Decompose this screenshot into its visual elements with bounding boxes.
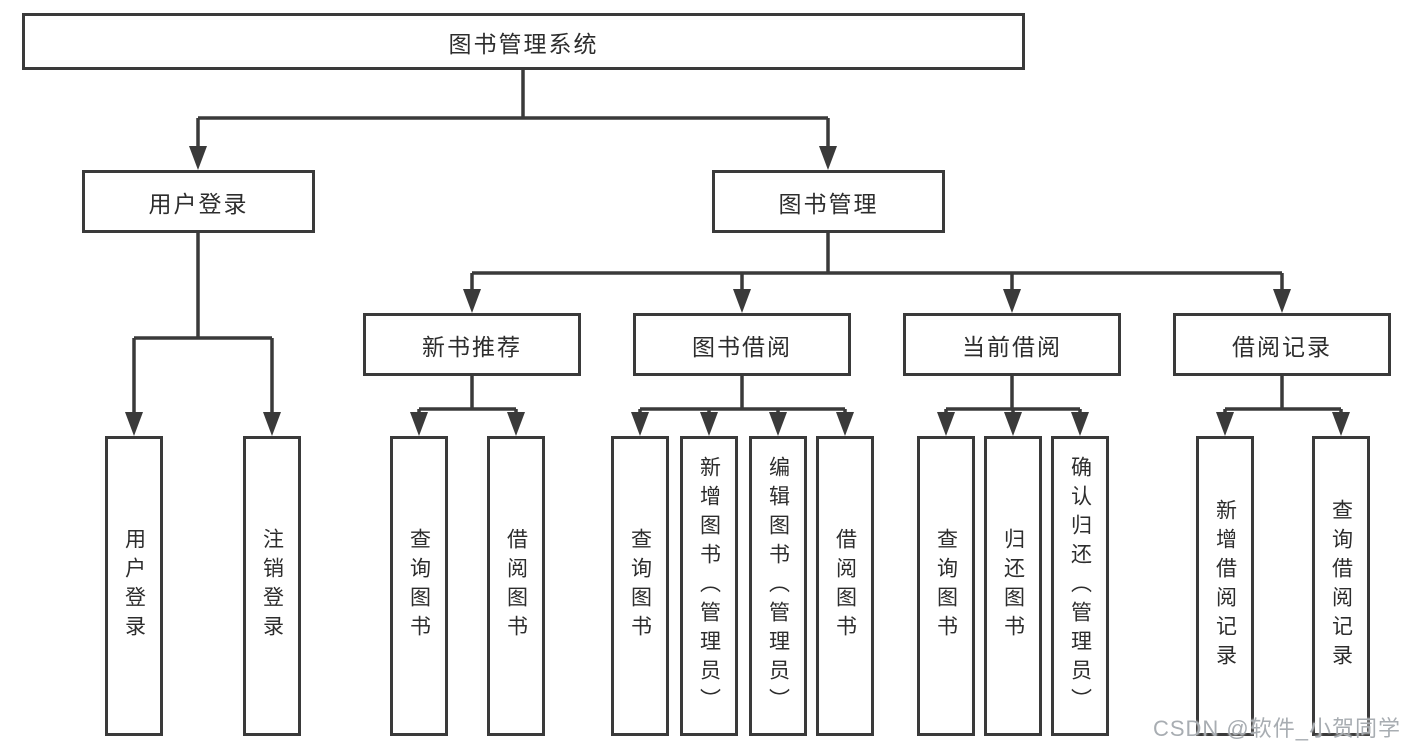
connector-root-to-branches xyxy=(189,70,837,170)
arrowhead-icon xyxy=(733,289,751,313)
node-label: 借阅图书 xyxy=(504,528,528,644)
leaf-borrow-books-2: 借阅图书 xyxy=(816,436,874,736)
connector-new-book-rec-to-leaves xyxy=(410,376,525,436)
connector-book-mgmt-to-level2 xyxy=(463,233,1291,313)
node-current-borrowing: 当前借阅 xyxy=(903,313,1121,376)
leaf-confirm-return-admin: 确认归还（管理员） xyxy=(1051,436,1109,736)
node-label: 用户登录 xyxy=(122,528,146,644)
csdn-watermark: CSDN @软件_小贺同学 xyxy=(1152,716,1401,741)
arrowhead-icon xyxy=(410,412,428,436)
leaf-add-books-admin: 新增图书（管理员） xyxy=(680,436,738,736)
node-label: 查询图书 xyxy=(934,528,958,644)
arrowhead-icon xyxy=(463,289,481,313)
leaf-borrow-books-1: 借阅图书 xyxy=(487,436,545,736)
arrowhead-icon xyxy=(507,412,525,436)
arrowhead-icon xyxy=(1332,412,1350,436)
node-label: 图书借阅 xyxy=(692,333,792,360)
leaf-query-books-3: 查询图书 xyxy=(917,436,975,736)
arrowhead-icon xyxy=(189,146,207,170)
node-label: 查询图书 xyxy=(628,528,652,644)
connector-user-login-to-leaves xyxy=(125,233,281,436)
node-label: 新增借阅记录 xyxy=(1213,499,1237,673)
arrowhead-icon xyxy=(125,412,143,436)
node-user-login-branch: 用户登录 xyxy=(82,170,315,233)
arrowhead-icon xyxy=(263,412,281,436)
arrowhead-icon xyxy=(819,146,837,170)
leaf-add-borrow-record: 新增借阅记录 xyxy=(1196,436,1254,736)
arrowhead-icon xyxy=(937,412,955,436)
arrowhead-icon xyxy=(1003,289,1021,313)
node-system-root: 图书管理系统 xyxy=(22,13,1025,70)
arrowhead-icon xyxy=(1273,289,1291,313)
arrowhead-icon xyxy=(631,412,649,436)
node-borrowing-records: 借阅记录 xyxy=(1173,313,1391,376)
node-label: 归还图书 xyxy=(1001,528,1025,644)
node-label: 借阅记录 xyxy=(1232,333,1332,360)
arrowhead-icon xyxy=(1004,412,1022,436)
node-book-management-branch: 图书管理 xyxy=(712,170,945,233)
node-label: 查询借阅记录 xyxy=(1329,499,1353,673)
node-label: 当前借阅 xyxy=(962,333,1062,360)
node-label: 图书管理 xyxy=(778,190,879,217)
node-label: 新书推荐 xyxy=(422,333,522,360)
node-label: 新增图书（管理员） xyxy=(697,455,721,717)
leaf-query-books-2: 查询图书 xyxy=(611,436,669,736)
arrowhead-icon xyxy=(1071,412,1089,436)
arrowhead-icon xyxy=(769,412,787,436)
node-new-book-recommendation: 新书推荐 xyxy=(363,313,581,376)
node-label: 图书管理系统 xyxy=(448,30,599,57)
leaf-query-borrow-record: 查询借阅记录 xyxy=(1312,436,1370,736)
node-label: 注销登录 xyxy=(260,528,284,644)
connector-current-borrow-to-leaves xyxy=(937,376,1089,436)
arrowhead-icon xyxy=(1216,412,1234,436)
arrowhead-icon xyxy=(836,412,854,436)
connector-borrow-records-to-leaves xyxy=(1216,376,1350,436)
node-label: 查询图书 xyxy=(407,528,431,644)
leaf-edit-books-admin: 编辑图书（管理员） xyxy=(749,436,807,736)
leaf-query-books-1: 查询图书 xyxy=(390,436,448,736)
arrowhead-icon xyxy=(700,412,718,436)
node-label: 用户登录 xyxy=(148,190,249,217)
leaf-logout: 注销登录 xyxy=(243,436,301,736)
node-label: 编辑图书（管理员） xyxy=(766,455,790,717)
node-label: 借阅图书 xyxy=(833,528,857,644)
connector-book-borrow-to-leaves xyxy=(631,376,854,436)
leaf-return-books: 归还图书 xyxy=(984,436,1042,736)
node-book-borrowing: 图书借阅 xyxy=(633,313,851,376)
leaf-user-login: 用户登录 xyxy=(105,436,163,736)
node-label: 确认归还（管理员） xyxy=(1068,455,1092,717)
